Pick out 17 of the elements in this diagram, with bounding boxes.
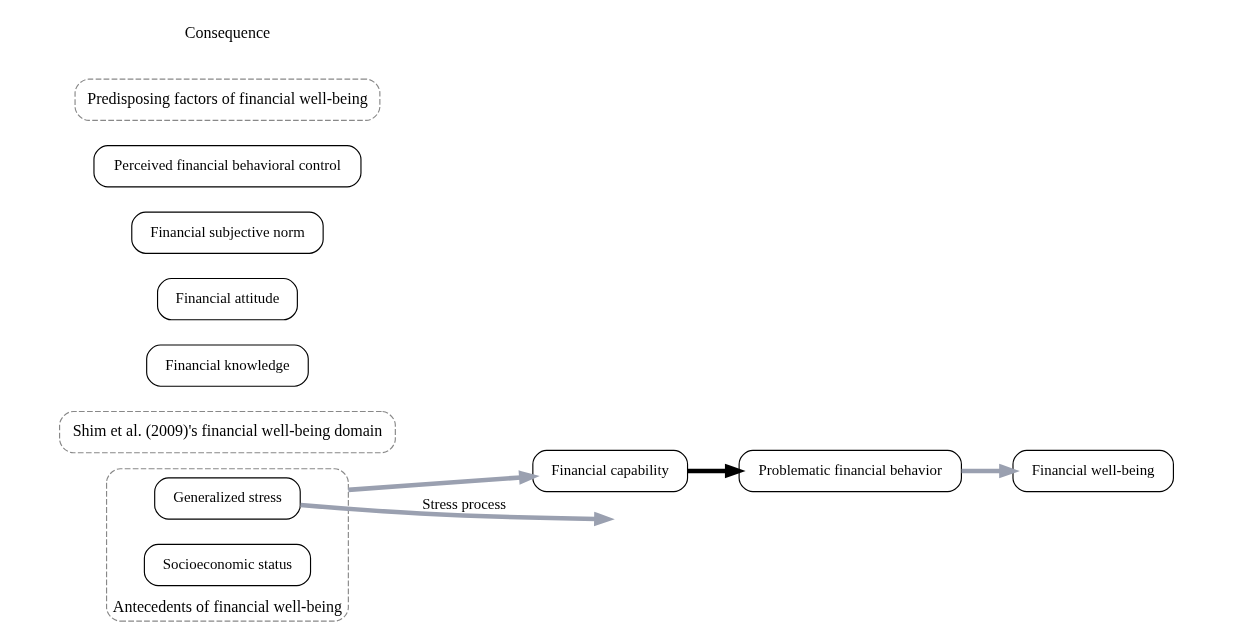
arrow — [961, 463, 1020, 479]
label: Consequence — [184, 23, 271, 41]
node-box: Shim et al. (2009)'s financial well-being domain — [59, 410, 396, 454]
edge-label: Stress process — [422, 496, 507, 513]
node-box: Financial capability — [532, 449, 689, 493]
node-box: Perceived financial behavioral control — [93, 145, 362, 188]
arrow — [687, 463, 746, 479]
node-box: Socioeconomic status — [143, 543, 312, 587]
arrow — [348, 470, 540, 493]
node-box: Financial well-being — [1012, 449, 1174, 493]
node-box: Financial knowledge — [146, 344, 309, 387]
node-box: Problematic financial behavior — [738, 449, 962, 493]
node-box: Financial subjective norm — [131, 211, 324, 254]
arrow — [300, 502, 615, 527]
node-box: Financial attitude — [157, 277, 298, 321]
node-box: Generalized stress — [154, 477, 301, 520]
node-box: Predisposing factors of financial well-being — [74, 78, 381, 121]
